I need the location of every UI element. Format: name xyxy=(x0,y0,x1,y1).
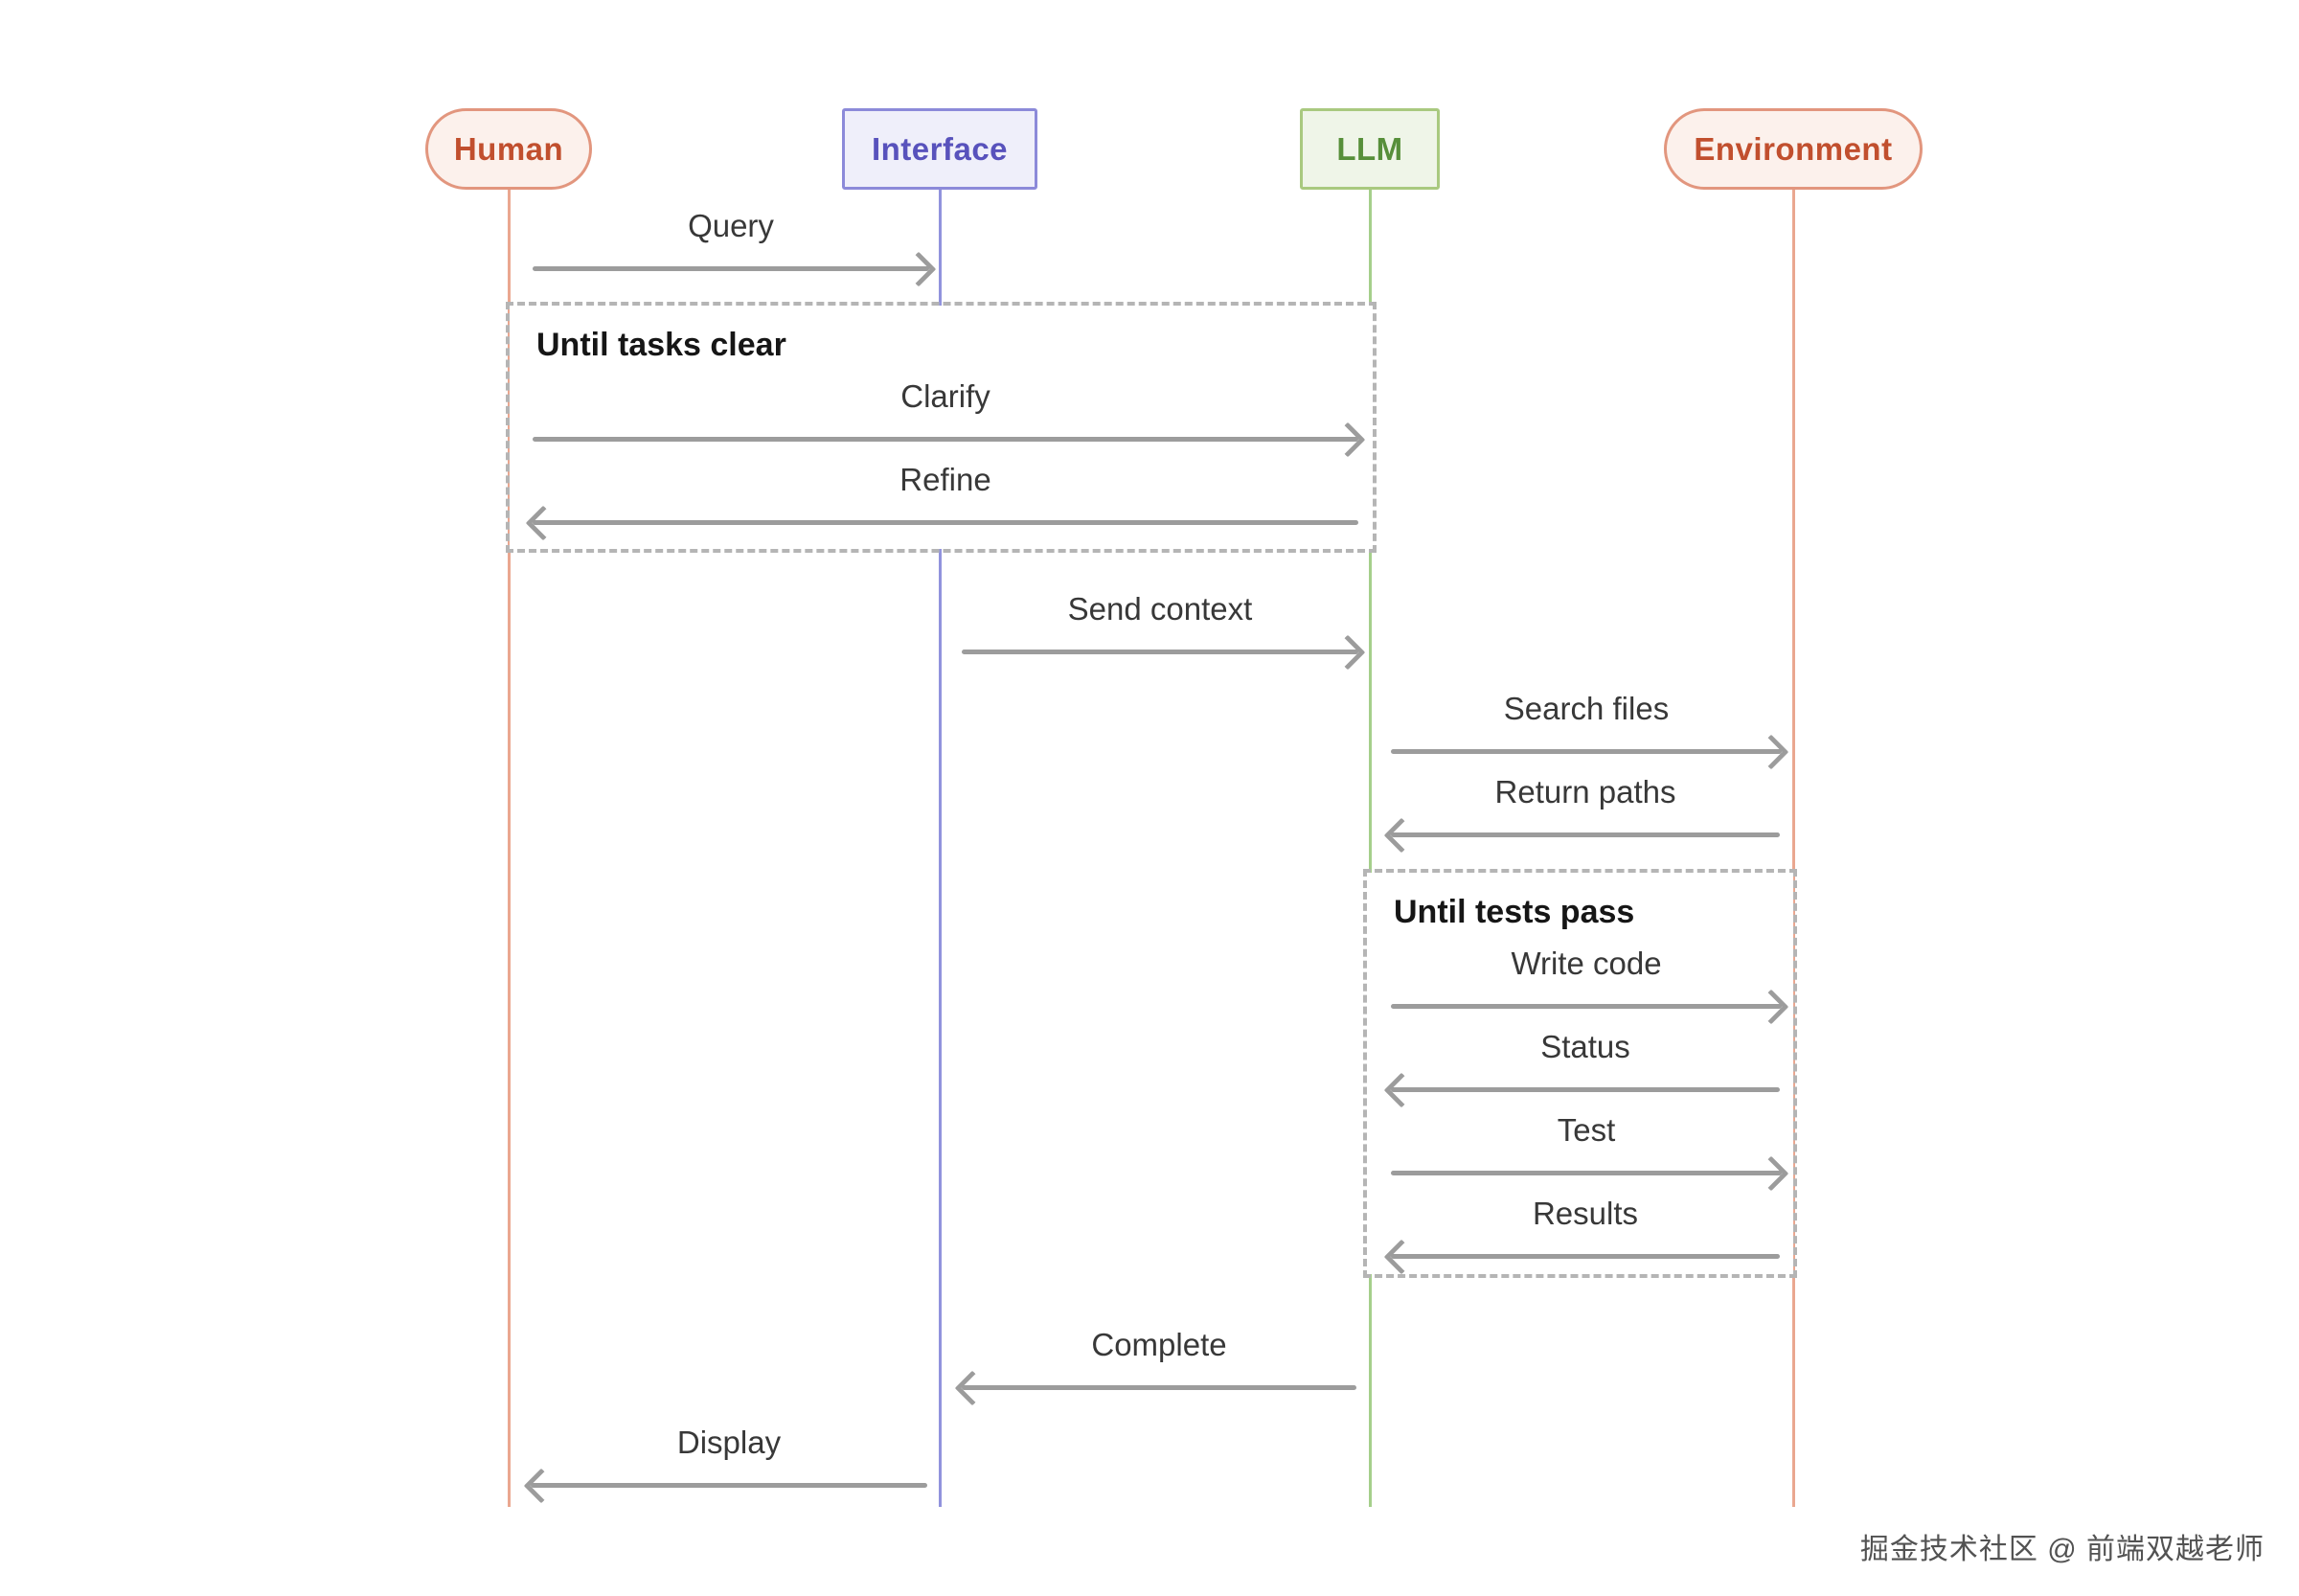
message-query: Query xyxy=(533,207,929,271)
message-label: Complete xyxy=(1091,1327,1227,1362)
message-label: Search files xyxy=(1503,691,1670,726)
loop-title: Until tasks clear xyxy=(536,327,786,363)
lifeline-llm xyxy=(1369,190,1372,1507)
message-arrow xyxy=(1391,1004,1782,1009)
lifeline-interface xyxy=(939,190,942,1507)
message-refine: Refine xyxy=(533,461,1358,525)
message-label: Return paths xyxy=(1494,774,1676,809)
message-label: Clarify xyxy=(900,378,990,414)
message-write-code: Write code xyxy=(1391,945,1782,1009)
message-label: Status xyxy=(1540,1029,1630,1064)
actor-human: Human xyxy=(425,108,592,190)
actor-environment: Environment xyxy=(1664,108,1923,190)
message-return-paths: Return paths xyxy=(1391,773,1780,837)
message-arrow xyxy=(1391,1171,1782,1175)
message-label: Test xyxy=(1557,1112,1616,1148)
message-complete: Complete xyxy=(962,1326,1356,1390)
message-arrow xyxy=(962,1385,1356,1390)
message-label: Results xyxy=(1532,1196,1639,1231)
watermark: 掘金技术社区 @ 前端双越老师 xyxy=(1859,1534,2265,1565)
message-arrow xyxy=(533,266,929,271)
message-arrow xyxy=(531,1483,927,1488)
message-results: Results xyxy=(1391,1195,1780,1259)
message-send-context: Send context xyxy=(962,590,1358,654)
message-label: Refine xyxy=(899,462,991,497)
message-arrow xyxy=(533,520,1358,525)
loop-box-until-tasks-clear: Until tasks clear xyxy=(506,302,1377,553)
message-search-files: Search files xyxy=(1391,690,1782,754)
actor-label: Interface xyxy=(871,130,1009,167)
lifeline-human xyxy=(508,190,511,1507)
actor-label: LLM xyxy=(1336,130,1403,167)
actor-interface: Interface xyxy=(842,108,1037,190)
message-label: Query xyxy=(688,208,774,243)
loop-box-until-tests-pass: Until tests pass xyxy=(1363,869,1797,1278)
message-status: Status xyxy=(1391,1028,1780,1092)
message-label: Send context xyxy=(1067,591,1253,627)
message-arrow xyxy=(1391,832,1780,837)
message-arrow xyxy=(533,437,1358,442)
lifeline-environment xyxy=(1792,190,1795,1507)
message-arrow xyxy=(1391,1087,1780,1092)
actor-label: Environment xyxy=(1694,130,1893,167)
actor-label: Human xyxy=(453,130,564,167)
message-arrow xyxy=(1391,749,1782,754)
actor-llm: LLM xyxy=(1300,108,1440,190)
message-display: Display xyxy=(531,1424,927,1488)
message-test: Test xyxy=(1391,1111,1782,1175)
message-label: Display xyxy=(676,1425,782,1460)
message-arrow xyxy=(962,650,1358,654)
loop-title: Until tests pass xyxy=(1394,894,1635,930)
message-clarify: Clarify xyxy=(533,377,1358,442)
message-arrow xyxy=(1391,1254,1780,1259)
message-label: Write code xyxy=(1511,946,1662,981)
